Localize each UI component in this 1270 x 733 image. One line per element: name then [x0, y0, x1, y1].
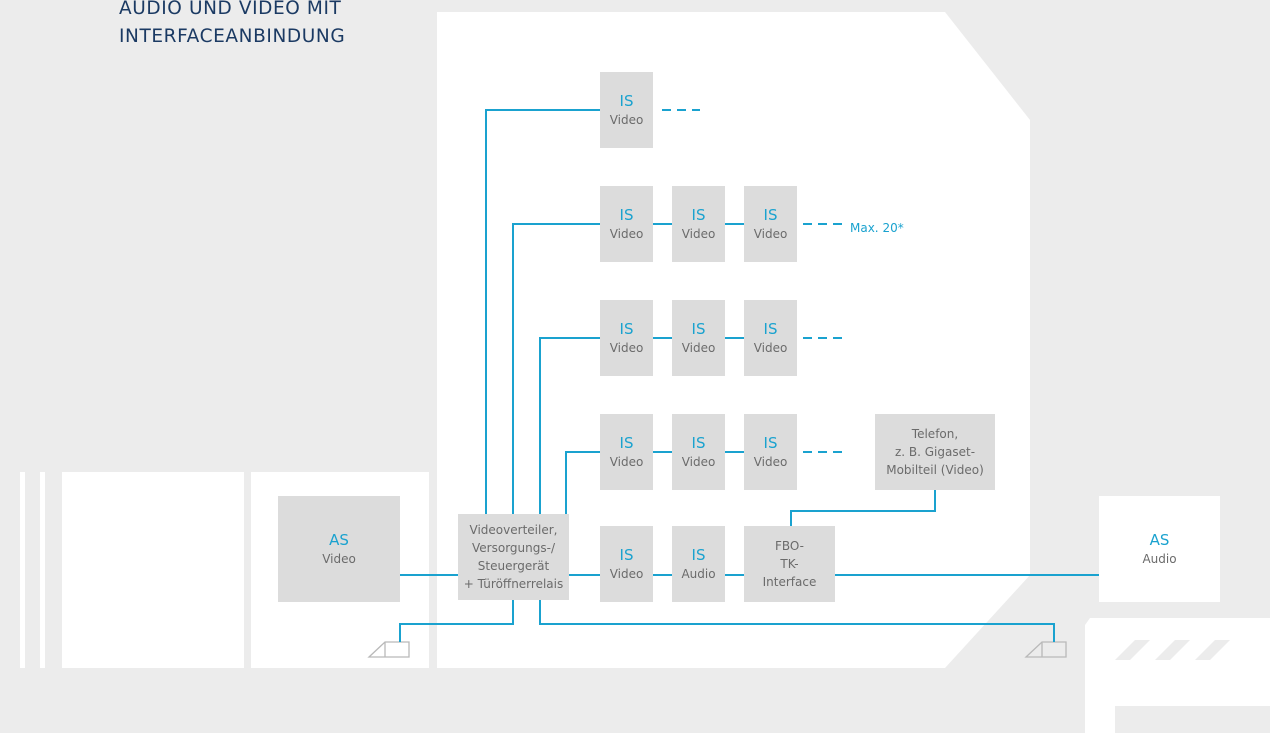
controller-line-2: Versorgungs-/	[472, 541, 555, 555]
door-opener-icon	[1024, 641, 1067, 658]
box-label: IS	[763, 320, 778, 338]
outdoor-station-video: AS Video	[278, 496, 400, 602]
box-label: IS	[619, 206, 634, 224]
box-sublabel: Video	[681, 227, 716, 241]
indoor-station-video: IS Video	[744, 414, 797, 490]
telefon-box: Telefon, z. B. Gigaset- Mobilteil (Video…	[875, 414, 995, 490]
outdoor-station-audio: AS Audio	[1099, 496, 1220, 602]
diagram-title: AUDIO UND VIDEO MIT INTERFACEANBINDUNG	[119, 0, 345, 51]
house-stripe	[40, 472, 45, 668]
box-label: IS	[619, 92, 634, 110]
box-sublabel: Video	[609, 227, 644, 241]
interface-line-2: TK-	[780, 557, 799, 571]
indoor-station-video: IS Video	[672, 300, 725, 376]
indoor-station-video: IS Video	[600, 186, 653, 262]
title-line-1: AUDIO UND VIDEO MIT	[119, 0, 342, 19]
box-label: IS	[763, 434, 778, 452]
box-label: IS	[691, 434, 706, 452]
indoor-station-video: IS Video	[672, 414, 725, 490]
controller-box: Videoverteiler, Versorgungs-/ Steuergerä…	[458, 514, 569, 600]
interface-line-1: FBO-	[774, 539, 805, 553]
box-label: IS	[691, 546, 706, 564]
box-label: IS	[619, 434, 634, 452]
box-sublabel: Video	[753, 227, 788, 241]
indoor-station-audio: IS Audio	[672, 526, 725, 602]
indoor-station-video: IS Video	[744, 300, 797, 376]
box-sublabel: Video	[322, 552, 356, 566]
max-count-label: Max. 20*	[850, 221, 904, 235]
box-label: AS	[1149, 531, 1170, 549]
continuation-dashes	[662, 109, 846, 453]
box-sublabel: Video	[609, 455, 644, 469]
connection-lines	[399, 109, 1099, 642]
indoor-station-video: IS Video	[600, 300, 653, 376]
box-sublabel: Video	[753, 455, 788, 469]
controller-line-1: Videoverteiler,	[469, 523, 558, 537]
box-label: IS	[691, 206, 706, 224]
box-sublabel: Audio	[1142, 552, 1177, 566]
box-label: IS	[763, 206, 778, 224]
indoor-station-video: IS Video	[600, 414, 653, 490]
indoor-station-video: IS Video	[600, 72, 653, 148]
interface-line-3: Interface	[762, 575, 817, 589]
controller-line-3: Steuergerät	[477, 559, 550, 573]
box-label: IS	[691, 320, 706, 338]
telefon-line-3: Mobilteil (Video)	[886, 463, 984, 477]
indoor-station-video: IS Video	[744, 186, 797, 262]
indoor-station-video: IS Video	[600, 526, 653, 602]
title-line-2: INTERFACEANBINDUNG	[119, 26, 346, 47]
left-house	[62, 472, 244, 668]
box-sublabel: Audio	[681, 567, 716, 581]
box-sublabel: Video	[609, 341, 644, 355]
telefon-line-1: Telefon,	[911, 427, 959, 441]
box-label: AS	[329, 531, 349, 549]
central-building	[437, 12, 1030, 668]
box-sublabel: Video	[753, 341, 788, 355]
box-label: IS	[619, 546, 634, 564]
telefon-line-2: z. B. Gigaset-	[894, 445, 976, 459]
interface-box: FBO- TK- Interface	[744, 526, 835, 602]
box-sublabel: Video	[681, 455, 716, 469]
box-label: IS	[619, 320, 634, 338]
door-opener-icon	[367, 641, 410, 658]
house-stripe	[20, 472, 25, 668]
box-sublabel: Video	[609, 113, 644, 127]
controller-line-4: + Türöffnerrelais	[463, 577, 564, 591]
box-sublabel: Video	[609, 567, 644, 581]
box-sublabel: Video	[681, 341, 716, 355]
indoor-station-video: IS Video	[672, 186, 725, 262]
